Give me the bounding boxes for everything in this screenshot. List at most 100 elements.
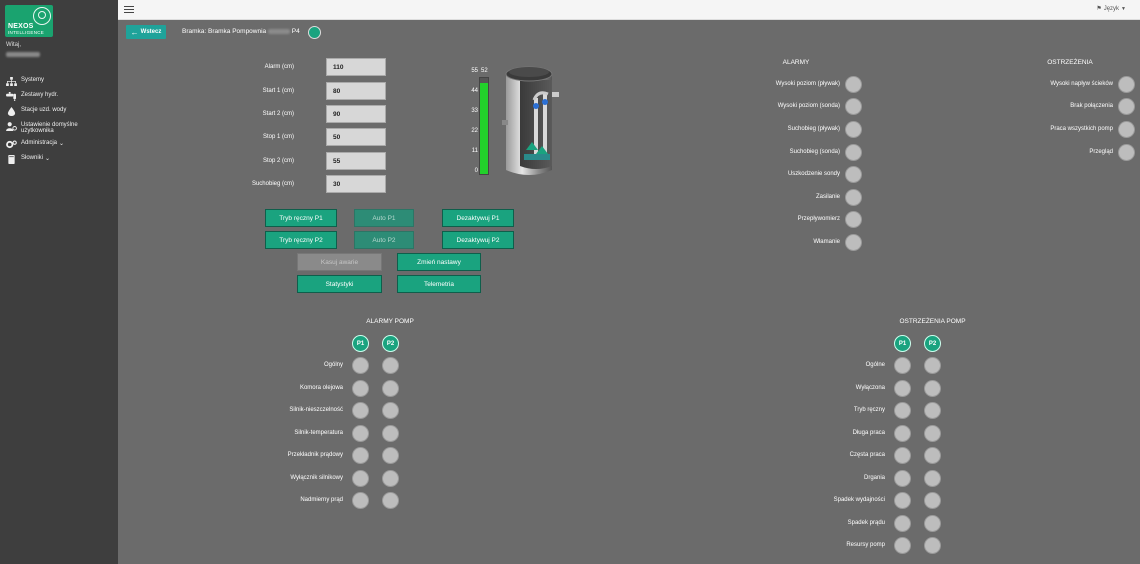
deactivate-p1-button[interactable]: Dezaktywuj P1 <box>442 209 514 227</box>
pump-alarm-lamp-p1 <box>352 357 369 374</box>
pump-warning-label: Wyłączona <box>855 385 885 391</box>
alarm-lamp-dry-run-probe <box>845 144 862 161</box>
param-label-stop2: Stop 2 (cm) <box>262 158 294 164</box>
gateway-name-blurred <box>267 28 290 34</box>
param-input-stop2[interactable] <box>326 152 386 170</box>
sidebar-nav: Systemy Zestawy hydr. Stacje uzd. wody U… <box>0 74 118 167</box>
alarm-label: Wysoki poziom (sonda) <box>777 103 840 109</box>
reset-faults-button[interactable]: Kasuj awarie <box>297 253 382 271</box>
nexos-logo[interactable]: NEXOS INTELLIGENCE <box>5 5 53 37</box>
alarm-label: Włamanie <box>813 239 840 245</box>
pump-alarms-head-p2: P2 <box>382 335 399 352</box>
pump-alarm-lamp-p2 <box>382 447 399 464</box>
pump-alarm-lamp-p1 <box>352 380 369 397</box>
sidebar-item-administracja[interactable]: Administracja ⌄ <box>0 137 118 152</box>
flag-icon: ⚑ <box>1096 6 1102 12</box>
param-input-start2[interactable] <box>326 105 386 123</box>
hamburger-menu-icon[interactable] <box>124 4 134 14</box>
pump-warning-lamp-p2 <box>924 425 941 442</box>
gauge-tick: 33 <box>471 108 478 114</box>
pump-warning-label: Spadek wydajności <box>833 497 885 503</box>
auto-p2-button[interactable]: Auto P2 <box>354 231 414 249</box>
back-button-label: Wstecz <box>140 29 162 35</box>
sidebar-item-label: Administracja <box>21 140 58 146</box>
telemetry-button[interactable]: Telemetria <box>397 275 481 293</box>
pump-station-tank-illustration <box>502 66 559 175</box>
alarm-label: Suchobieg (pływak) <box>787 126 840 132</box>
pump-alarm-lamp-p1 <box>352 425 369 442</box>
pump-alarm-label: Silnik-nieszczelność <box>289 407 343 413</box>
logo-name: NEXOS <box>8 23 34 30</box>
warning-label: Przegląd <box>1089 149 1113 155</box>
alarm-label: Uszkodzenie sondy <box>787 171 840 177</box>
alarm-label: Przepływomierz <box>797 216 840 222</box>
sidebar-item-label: Systemy <box>21 77 45 83</box>
pump-warning-lamp-p1 <box>894 447 911 464</box>
faucet-icon <box>6 92 17 101</box>
warning-label: Praca wszystkich pomp <box>1050 126 1113 132</box>
welcome-text: Witaj, <box>6 42 21 48</box>
alarm-lamp-high-level-probe <box>845 98 862 115</box>
caret-down-icon: ▼ <box>1121 5 1126 12</box>
pump-alarms-head-p1: P1 <box>352 335 369 352</box>
pump-alarm-lamp-p1 <box>352 492 369 509</box>
pump-alarm-lamp-p2 <box>382 470 399 487</box>
logo-sub: INTELLIGENCE <box>8 30 45 35</box>
warning-label: Wysoki napływ ścieków <box>1050 81 1113 87</box>
warning-lamp-all-pumps-running <box>1118 121 1135 138</box>
sidebar-item-stacje[interactable]: Stacje uzd. wody <box>0 104 118 119</box>
pump-warnings-head-p2: P2 <box>924 335 941 352</box>
pump-alarm-label: Wyłącznik silnikowy <box>290 475 343 481</box>
manual-p2-button[interactable]: Tryb ręczny P2 <box>265 231 337 249</box>
warning-label: Brak połączenia <box>1070 103 1113 109</box>
topbar: ⚑ Język ▼ <box>118 0 1140 20</box>
pump-alarm-lamp-p2 <box>382 357 399 374</box>
level-gauge-scale: 55 44 33 22 11 0 <box>462 68 478 178</box>
alarm-lamp-burglary <box>845 234 862 251</box>
param-input-alarm[interactable] <box>326 58 386 76</box>
pump-warning-lamp-p1 <box>894 492 911 509</box>
change-settings-button[interactable]: Zmień nastawy <box>397 253 481 271</box>
water-drop-icon <box>6 107 17 116</box>
chevron-down-icon: ⌄ <box>45 156 51 162</box>
sidebar-item-slowniki[interactable]: Słowniki ⌄ <box>0 152 118 167</box>
pump-warning-label: Ogólne <box>865 362 885 368</box>
alarm-lamp-dry-run-float <box>845 121 862 138</box>
pump-warning-lamp-p1 <box>894 537 911 554</box>
manual-p1-button[interactable]: Tryb ręczny P1 <box>265 209 337 227</box>
pump-warning-lamp-p1 <box>894 402 911 419</box>
param-label-stop1: Stop 1 (cm) <box>262 134 294 140</box>
alarm-lamp-probe-failure <box>845 166 862 183</box>
auto-p1-button[interactable]: Auto P1 <box>354 209 414 227</box>
connection-status-indicator <box>308 26 321 39</box>
statistics-button[interactable]: Statystyki <box>297 275 382 293</box>
level-gauge-bar <box>479 77 489 175</box>
pump-warning-lamp-p1 <box>894 380 911 397</box>
user-gear-icon <box>6 122 17 131</box>
alarm-label: Wysoki poziom (pływak) <box>775 81 840 87</box>
pump-warning-lamp-p2 <box>924 537 941 554</box>
param-label-start2: Start 2 (cm) <box>262 111 294 117</box>
sidebar-item-zestawy[interactable]: Zestawy hydr. <box>0 89 118 104</box>
alarm-label: Suchobieg (sonda) <box>789 149 840 155</box>
param-input-stop1[interactable] <box>326 128 386 146</box>
logo-swirl-inner-icon <box>38 11 46 19</box>
deactivate-p2-button[interactable]: Dezaktywuj P2 <box>442 231 514 249</box>
language-label: Język <box>1103 5 1120 12</box>
pump-warning-lamp-p1 <box>894 357 911 374</box>
pump-alarm-lamp-p2 <box>382 402 399 419</box>
alarm-lamp-high-level-float <box>845 76 862 93</box>
pump-alarm-lamp-p2 <box>382 492 399 509</box>
gauge-tick: 0 <box>474 168 478 174</box>
warnings-title: OSTRZEŻENIA <box>1047 59 1093 66</box>
param-input-start1[interactable] <box>326 82 386 100</box>
back-button[interactable]: ← Wstecz <box>126 25 166 39</box>
pump-alarm-label: Przekładnik prądowy <box>287 452 343 458</box>
language-dropdown[interactable]: ⚑ Język ▼ <box>1096 5 1126 13</box>
gauge-tick: 55 <box>471 68 478 74</box>
sidebar-item-ustawienia[interactable]: Ustawienie domyślne użytkownika <box>0 119 118 137</box>
param-input-suchobieg[interactable] <box>326 175 386 193</box>
sidebar-item-systemy[interactable]: Systemy <box>0 74 118 89</box>
book-icon <box>6 155 17 164</box>
gateway-title-suffix: P4 <box>291 28 300 35</box>
